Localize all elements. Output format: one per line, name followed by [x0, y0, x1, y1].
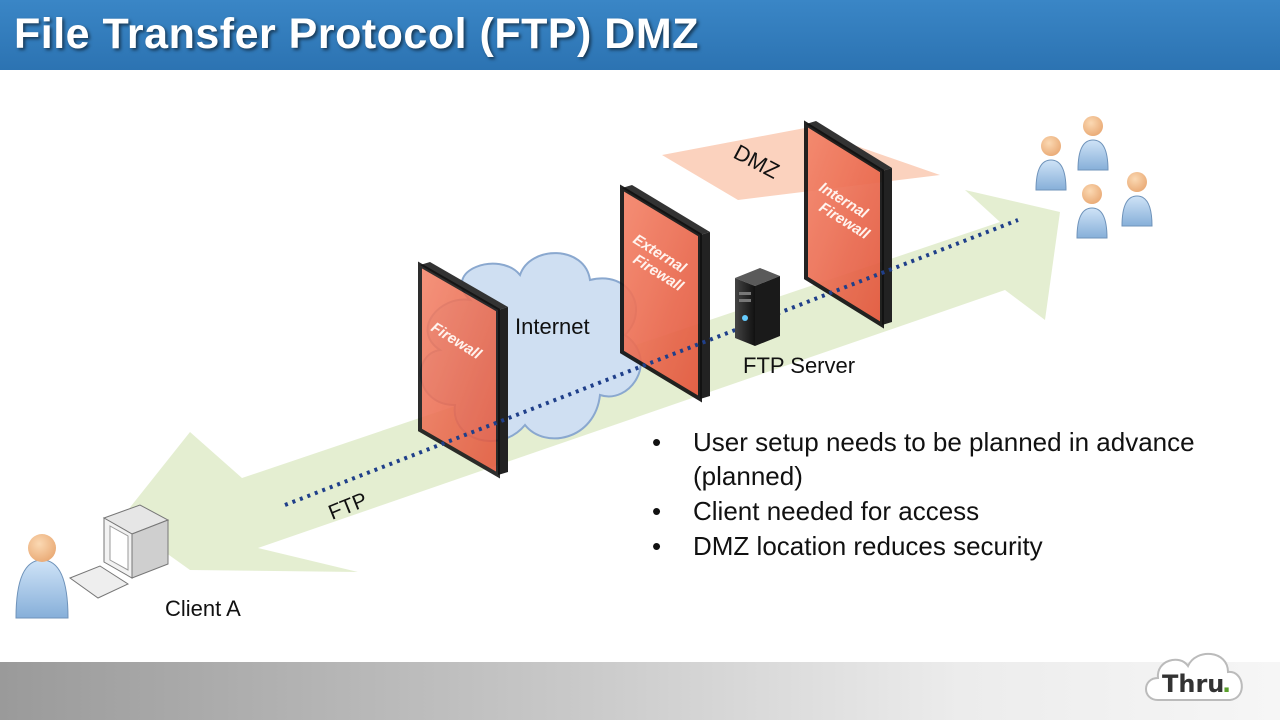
dmz-zone-plane: [662, 128, 940, 200]
ftp-server-icon: [735, 268, 780, 346]
slide-title: File Transfer Protocol (FTP) DMZ: [14, 10, 699, 58]
bullet-item: • Client needed for access: [650, 494, 1270, 528]
footer-bar: [0, 662, 1280, 720]
bullet-dot: •: [652, 531, 662, 561]
internet-label: Internet: [515, 314, 590, 339]
client-workstation-icon: [68, 504, 170, 599]
users-group-icon: [1035, 116, 1153, 239]
internal-firewall: [804, 120, 892, 329]
ftp-server-label: FTP Server: [743, 353, 855, 378]
external-firewall: [620, 184, 710, 403]
logo-cloud-icon: [1145, 652, 1243, 701]
bullet-text-line2: (planned): [693, 461, 803, 491]
client-label: Client A: [165, 596, 241, 621]
thru-logo: Thru .: [1145, 652, 1243, 701]
bullet-dot: •: [652, 496, 662, 526]
bullet-dot: •: [652, 427, 662, 457]
bullet-item: • DMZ location reduces security: [650, 529, 1270, 563]
firewall-1: [418, 261, 508, 479]
client-user-icon: [15, 534, 69, 619]
logo-dot: .: [1222, 670, 1231, 698]
bullet-text-line1: Client needed for access: [693, 496, 980, 526]
logo-text: Thru: [1162, 670, 1224, 698]
title-bar: File Transfer Protocol (FTP) DMZ: [0, 0, 1280, 70]
bullet-text-line1: DMZ location reduces security: [693, 531, 1043, 561]
bullet-text-line1: User setup needs to be planned in advanc…: [693, 427, 1195, 457]
bullet-list: • User setup needs to be planned in adva…: [650, 425, 1270, 564]
bullet-item: • User setup needs to be planned in adva…: [650, 425, 1270, 493]
ftp-path-line: [284, 218, 1019, 507]
